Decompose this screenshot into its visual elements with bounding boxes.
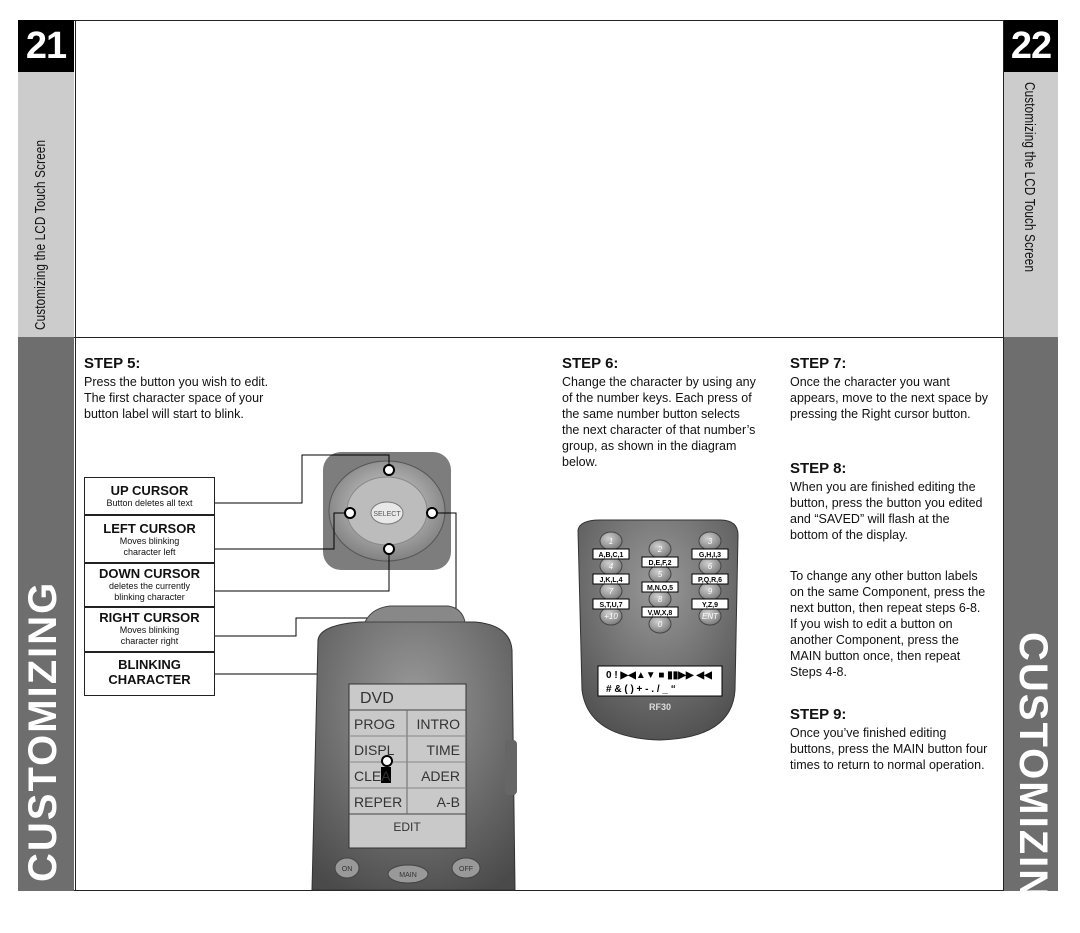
divider-line (18, 337, 1058, 338)
blinking-character-cell (381, 767, 391, 783)
step9-heading: STEP 9: (790, 706, 847, 723)
symbols-row2: # & ( ) + - . / _ “ (606, 684, 676, 695)
rf30-keypad-image: 1 2 3 4 5 6 7 8 9 +10 0 ENT A,B,C,1D,E,F,2 G,H,I,3J,K… (577, 519, 739, 741)
key-label: 6 (708, 562, 713, 571)
key-group-box (691, 598, 729, 610)
label-title: BLINKING CHARACTER (108, 657, 191, 687)
lcd-row2-right: TIME (427, 742, 460, 758)
label-up-cursor: UP CURSOR Button deletes all text (84, 477, 215, 515)
page-number-left: 21 (18, 20, 74, 72)
label-desc: deletes the currently blinking character (108, 581, 191, 602)
label-title: DOWN CURSOR (98, 566, 201, 581)
key-group-label: V,W,X,8 (648, 610, 673, 617)
section-tab-left: Customizing the LCD Touch Screen (18, 72, 74, 337)
key-group-box (641, 556, 679, 568)
label-desc: Moves blinking character right (119, 625, 180, 646)
key-label: 9 (708, 587, 713, 596)
step8-body: When you are finished editing the button… (790, 480, 983, 542)
step6-body: Change the character by using any of the… (562, 375, 756, 469)
step6-heading: STEP 6: (562, 355, 619, 372)
label-right-cursor: RIGHT CURSOR Moves blinking character ri… (84, 607, 215, 652)
on-button-label: ON (342, 866, 353, 873)
chapter-tab-right: CUSTOMIZING (1004, 337, 1058, 933)
lcd-row3-right: ADER (421, 768, 460, 784)
chapter-tab-left: CUSTOMIZING (18, 337, 74, 891)
up-cursor-marker (383, 464, 395, 476)
step8-heading: STEP 8: (790, 460, 847, 477)
page-number-right: 22 (1004, 20, 1058, 72)
key-label: 2 (657, 545, 663, 554)
key-group-label: P,Q,R,6 (698, 577, 722, 584)
key-group-label: D,E,F,2 (649, 560, 672, 567)
key-group-label: M,N,O,5 (647, 585, 673, 592)
key-label: 7 (609, 587, 614, 596)
label-title: UP CURSOR (110, 483, 189, 498)
key-group-box (641, 606, 679, 618)
key-group-label: J,K,L,4 (600, 577, 623, 584)
label-left-cursor: LEFT CURSOR Moves blinking character lef… (84, 515, 215, 563)
lcd-row4-right: A-B (437, 794, 460, 810)
label-title: RIGHT CURSOR (99, 610, 200, 625)
label-down-cursor: DOWN CURSOR deletes the currently blinki… (84, 563, 215, 607)
key-label: +10 (604, 612, 618, 621)
lcd-row4-left: REPER (354, 794, 402, 810)
step7-heading: STEP 7: (790, 355, 847, 372)
key-group-label: Y,Z,9 (702, 602, 718, 609)
lcd-header: DVD (360, 690, 394, 707)
illustration: SELECT DVD PROG INTRO DISPL TIME C (215, 452, 739, 891)
lcd-footer: EDIT (393, 820, 421, 834)
key-label: 0 (658, 620, 663, 629)
key-group-label: A,B,C,1 (599, 552, 624, 559)
dpad-image: SELECT (323, 452, 451, 570)
key-group-box (691, 573, 729, 585)
lcd-row1-left: PROG (354, 716, 395, 732)
section-tab-right: Customizing the LCD Touch Screen (1004, 72, 1058, 337)
key-label: 1 (609, 537, 613, 546)
step7-body: Once the character you want appears, mov… (790, 375, 989, 421)
key-label: 3 (708, 537, 713, 546)
left-sidebar: 21 Customizing the LCD Touch Screen CUST… (18, 20, 76, 891)
key-group-box (691, 548, 729, 560)
key-group-box (592, 548, 630, 560)
down-cursor-marker (383, 543, 395, 555)
label-title: LEFT CURSOR (103, 521, 196, 536)
key-group-label: G,H,I,3 (699, 552, 721, 559)
key-group-box (592, 573, 630, 585)
lcd-row3-left: CLEA (354, 768, 391, 784)
step9-body: Once you’ve finished editing buttons, pr… (790, 726, 988, 772)
key-group-box (641, 581, 679, 593)
key-group-label: S,T,U,7 (600, 602, 623, 609)
lcd-row1-right: INTRO (416, 716, 460, 732)
step8-body2: To change any other button labels on the… (790, 569, 986, 679)
step5-heading: STEP 5: (84, 355, 141, 372)
remote-lcd-image: DVD PROG INTRO DISPL TIME CLEA ADER REPE… (311, 605, 517, 891)
label-desc: Button deletes all text (106, 498, 193, 508)
key-label: 4 (609, 562, 614, 571)
key-group-box (592, 598, 630, 610)
main-button-label: MAIN (399, 872, 417, 879)
select-button-label: SELECT (373, 511, 401, 518)
lcd-row2-left: DISPL (354, 742, 395, 758)
label-desc: Moves blinking character left (119, 536, 180, 557)
step5-body: Press the button you wish to edit. The f… (84, 375, 269, 421)
label-blinking-character: BLINKING CHARACTER (84, 652, 215, 696)
left-cursor-marker (344, 507, 356, 519)
right-sidebar: 22 Customizing the LCD Touch Screen CUST… (1003, 20, 1058, 933)
key-label: 5 (658, 570, 663, 579)
key-label: 8 (658, 595, 663, 604)
blinking-marker (381, 755, 393, 767)
symbols-row1: 0 ! ▶◀▲▼ ■ ▮▮▶▶ ◀◀ (606, 670, 712, 681)
model-label: RF30 (649, 702, 671, 712)
key-label: ENT (702, 612, 719, 621)
off-button-label: OFF (459, 866, 473, 873)
right-cursor-marker (426, 507, 438, 519)
